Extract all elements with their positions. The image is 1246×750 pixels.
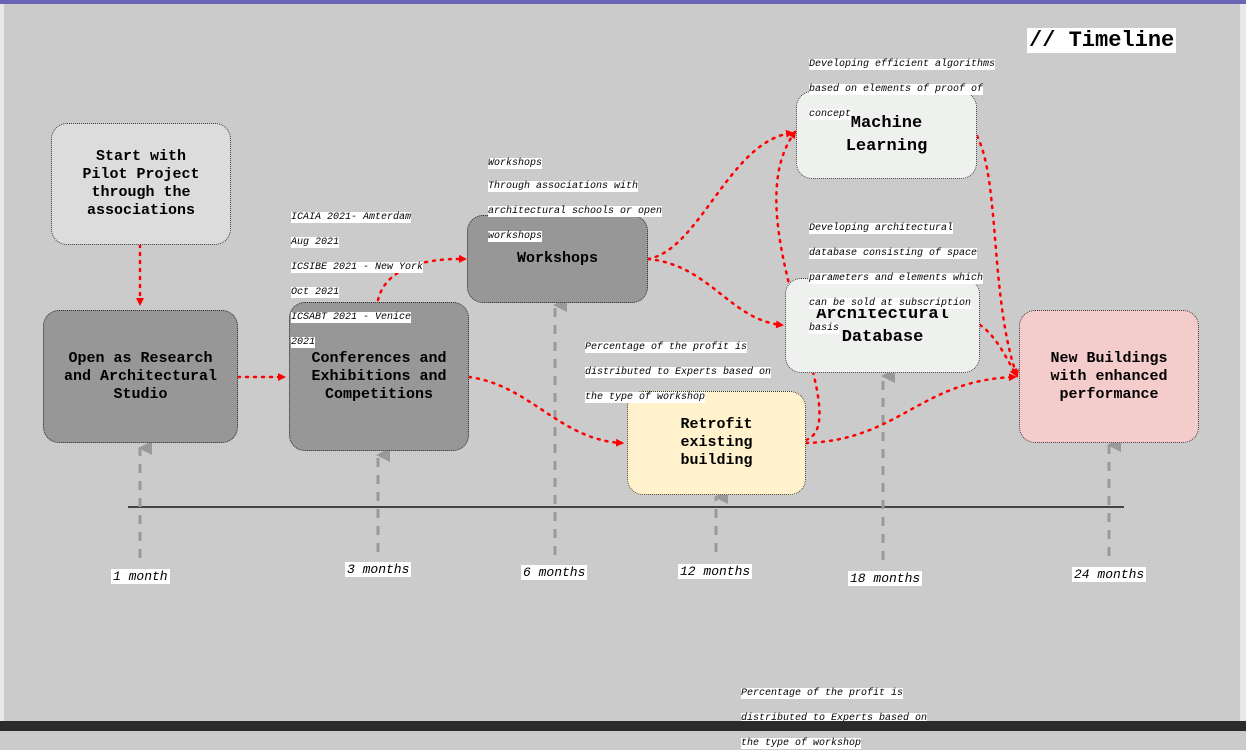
pb-line-1: Percentage of the profit is bbox=[741, 687, 904, 699]
db-line-3: parameters and elements which bbox=[809, 272, 984, 284]
workshops-desc-note: Through associations with architectural … bbox=[488, 168, 663, 243]
profit-mid-note: Percentage of the profit is distributed … bbox=[585, 329, 772, 404]
arrow-conferences-to-workshops bbox=[376, 254, 467, 302]
retrofit-box: Retrofit existing building bbox=[627, 391, 806, 495]
ml-line-3: concept bbox=[809, 108, 852, 120]
ws-line-1: Through associations with bbox=[488, 180, 639, 192]
pm-line-2: distributed to Experts based on bbox=[585, 366, 772, 378]
milestone-18-months: 18 months bbox=[848, 571, 923, 586]
arrow-workshops-to-ml bbox=[646, 129, 794, 261]
conf-line-4: Oct 2021 bbox=[291, 286, 340, 298]
research-studio-box: Open as Research and Architectural Studi… bbox=[43, 310, 238, 443]
arrow-retrofit-to-new bbox=[804, 373, 1017, 445]
left-border bbox=[0, 4, 4, 721]
page-title: // Timeline bbox=[1027, 28, 1177, 53]
profit-bottom-note: Percentage of the profit is distributed … bbox=[741, 675, 928, 750]
conf-line-2: Aug 2021 bbox=[291, 236, 340, 248]
db-line-2: database consisting of space bbox=[809, 247, 978, 259]
workshops-box: Workshops bbox=[467, 215, 648, 303]
pm-line-3: the type of workshop bbox=[585, 391, 706, 403]
pb-line-2: distributed to Experts based on bbox=[741, 712, 928, 724]
conferences-box: Conferences and Exhibitions and Competit… bbox=[289, 302, 469, 451]
ws-line-2: architectural schools or open bbox=[488, 205, 663, 217]
pb-line-3: the type of workshop bbox=[741, 737, 862, 749]
workshops-heading-note: Workshops bbox=[488, 145, 543, 170]
ml-line-2: based on elements of proof of bbox=[809, 83, 984, 95]
db-line-5: basis bbox=[809, 322, 840, 334]
new-buildings-box: New Buildings with enhanced performance bbox=[1019, 310, 1199, 443]
bottom-bar bbox=[0, 721, 1246, 731]
conferences-list-note: ICAIA 2021- Amterdam Aug 2021 ICSIBE 202… bbox=[291, 199, 424, 349]
ws-line-3: workshops bbox=[488, 230, 543, 242]
machine-learning-box: Machine Learning bbox=[796, 91, 977, 179]
workshops-heading: Workshops bbox=[488, 157, 543, 169]
db-line-1: Developing architectural bbox=[809, 222, 954, 234]
conf-line-1: ICAIA 2021- Amterdam bbox=[291, 211, 412, 223]
db-desc-note: Developing architectural database consis… bbox=[809, 210, 984, 335]
milestone-6-months: 6 months bbox=[521, 565, 588, 580]
top-border bbox=[0, 0, 1246, 4]
conf-line-3: ICSIBE 2021 - New York bbox=[291, 261, 424, 273]
ml-line-1: Developing efficient algorithms bbox=[809, 58, 996, 70]
arrow-db-to-new bbox=[978, 323, 1018, 377]
conf-line-6: 2021 bbox=[291, 336, 316, 348]
ml-desc-note: Developing efficient algorithms based on… bbox=[809, 46, 996, 121]
start-pilot-box: Start with Pilot Project through the ass… bbox=[51, 123, 231, 245]
pm-line-1: Percentage of the profit is bbox=[585, 341, 748, 353]
milestone-3-months: 3 months bbox=[345, 562, 412, 577]
right-border bbox=[1240, 4, 1246, 721]
milestone-12-months: 12 months bbox=[678, 564, 753, 579]
conf-line-5: ICSABT 2021 - Venice bbox=[291, 311, 412, 323]
milestone-24-months: 24 months bbox=[1072, 567, 1147, 582]
arrow-workshops-to-db bbox=[646, 257, 784, 329]
db-line-4: can be sold at subscription bbox=[809, 297, 972, 309]
milestone-1-month: 1 month bbox=[111, 569, 170, 584]
